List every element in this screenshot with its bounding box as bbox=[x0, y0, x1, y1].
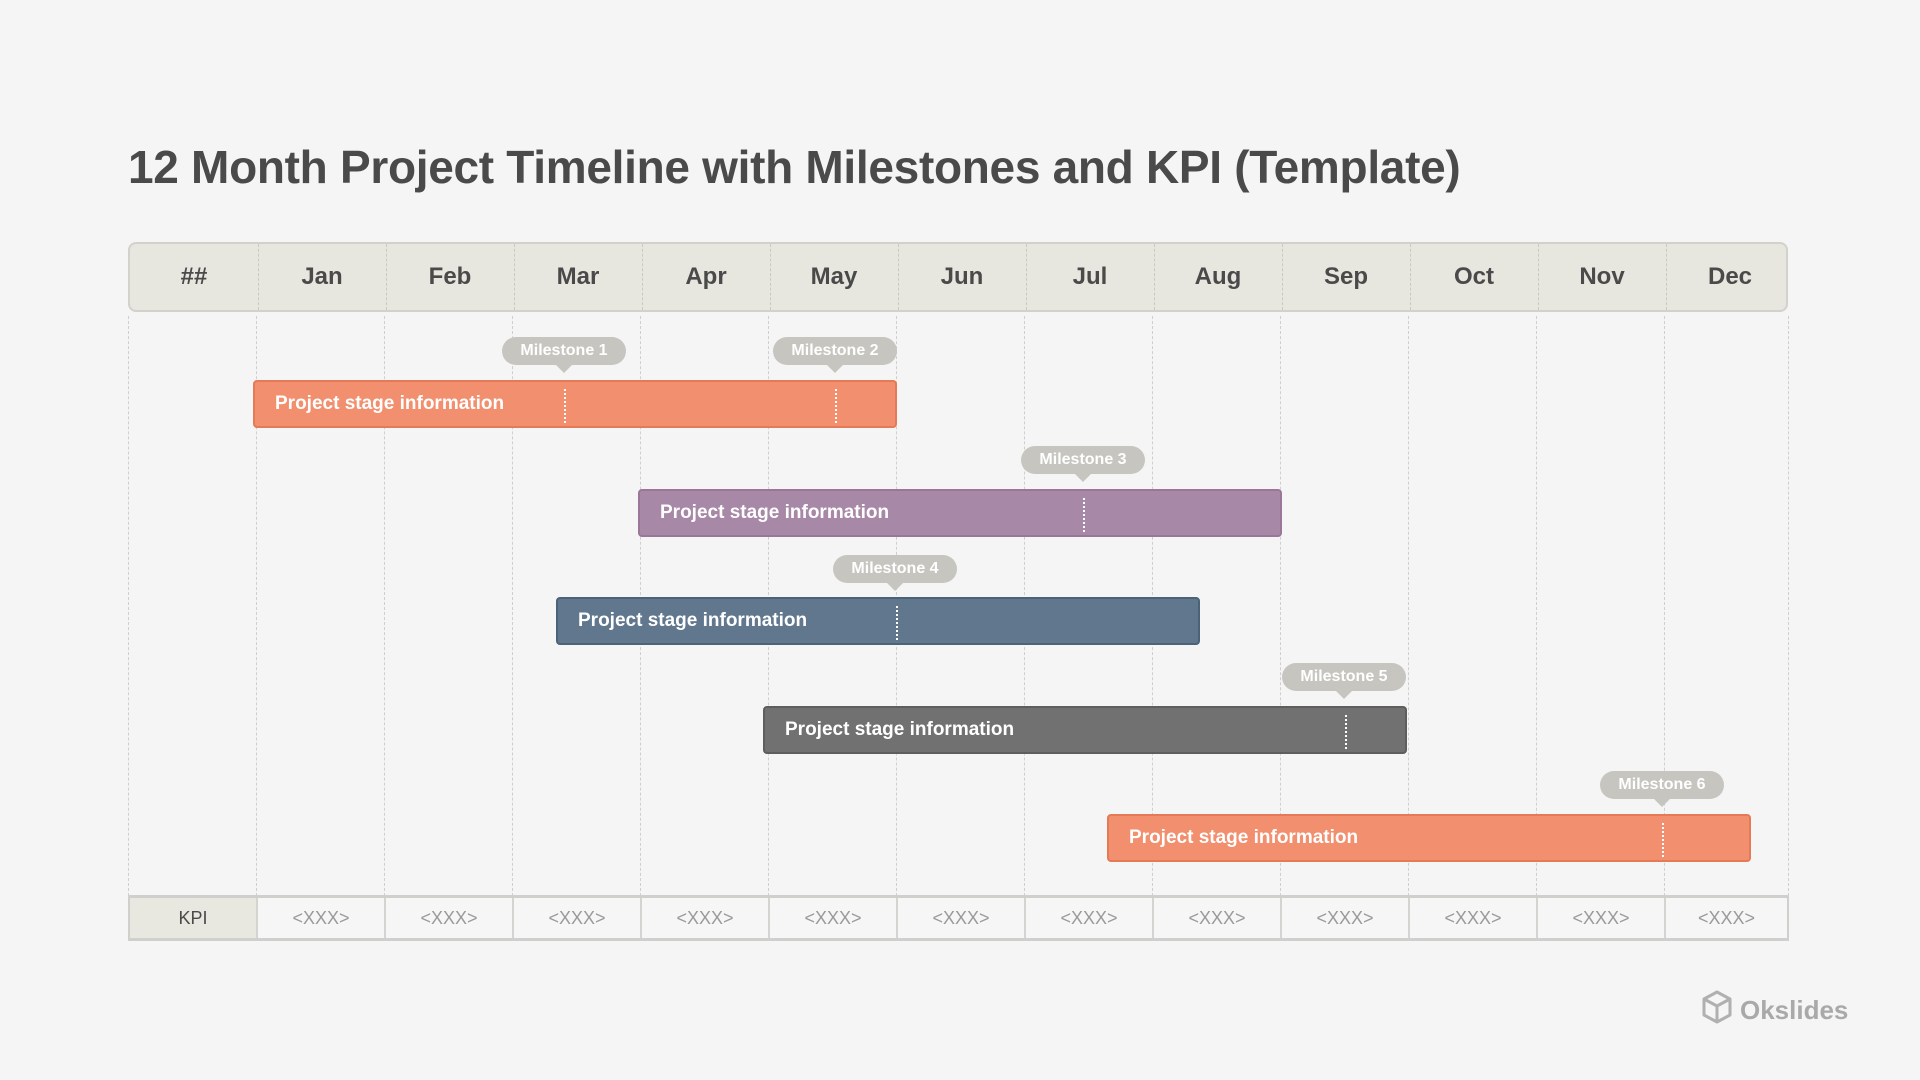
kpi-value-may[interactable]: <XXX> bbox=[770, 898, 898, 938]
page-title: 12 Month Project Timeline with Milestone… bbox=[128, 141, 1461, 193]
milestone-4-label: Milestone 4 bbox=[833, 555, 957, 591]
kpi-row: KPI <XXX> <XXX> <XXX> <XXX> <XXX> <XXX> … bbox=[128, 895, 1789, 941]
stage-bar-4[interactable]: Project stage information bbox=[763, 706, 1407, 754]
grid-line bbox=[384, 316, 385, 896]
header-divider bbox=[1410, 244, 1411, 310]
milestone-1-label: Milestone 1 bbox=[502, 337, 626, 373]
kpi-value-nov[interactable]: <XXX> bbox=[1538, 898, 1666, 938]
kpi-value-apr[interactable]: <XXX> bbox=[642, 898, 770, 938]
brand-name: Okslides bbox=[1740, 994, 1849, 1025]
month-mar: Mar bbox=[556, 263, 600, 290]
milestone-5-label: Milestone 5 bbox=[1282, 663, 1406, 699]
milestone-1-marker bbox=[564, 389, 566, 423]
stage-bar-5[interactable]: Project stage information bbox=[1107, 814, 1751, 862]
kpi-value-jul[interactable]: <XXX> bbox=[1026, 898, 1154, 938]
kpi-label: KPI bbox=[130, 898, 258, 938]
grid-line bbox=[1408, 316, 1409, 896]
month-sep: Sep bbox=[1323, 263, 1368, 290]
kpi-value-sep[interactable]: <XXX> bbox=[1282, 898, 1410, 938]
milestone-3-marker bbox=[1083, 498, 1085, 532]
month-jul: Jul bbox=[1072, 263, 1108, 290]
kpi-value-aug[interactable]: <XXX> bbox=[1154, 898, 1282, 938]
stage-bar-label: Project stage information bbox=[1129, 827, 1359, 848]
month-nov: Nov bbox=[1579, 263, 1625, 290]
kpi-value-oct[interactable]: <XXX> bbox=[1410, 898, 1538, 938]
stage-bar-2[interactable]: Project stage information bbox=[638, 489, 1282, 537]
header-divider bbox=[1282, 244, 1283, 310]
milestone-4-marker bbox=[896, 606, 898, 640]
stage-bar-label: Project stage information bbox=[660, 502, 890, 523]
kpi-value-dec[interactable]: <XXX> bbox=[1697, 907, 1756, 928]
stage-bar-label: Project stage information bbox=[785, 719, 1015, 740]
header-divider bbox=[1154, 244, 1155, 310]
milestone-2-label: Milestone 2 bbox=[773, 337, 897, 373]
header-divider bbox=[386, 244, 387, 310]
header-divider bbox=[642, 244, 643, 310]
grid-line bbox=[1788, 316, 1789, 896]
header-divider bbox=[1026, 244, 1027, 310]
month-aug: Aug bbox=[1194, 263, 1242, 290]
month-oct: Oct bbox=[1453, 263, 1494, 290]
milestone-3-label: Milestone 3 bbox=[1021, 446, 1145, 482]
milestone-6-marker bbox=[1662, 823, 1664, 857]
header-corner: ## bbox=[180, 263, 208, 290]
grid-line bbox=[1536, 316, 1537, 896]
month-jun: Jun bbox=[940, 263, 984, 290]
month-feb: Feb bbox=[428, 263, 472, 290]
milestone-2-marker bbox=[835, 389, 837, 423]
grid-line bbox=[256, 316, 257, 896]
kpi-value-mar[interactable]: <XXX> bbox=[514, 898, 642, 938]
header-divider bbox=[1666, 244, 1667, 310]
brand-logo: Okslides bbox=[1700, 990, 1848, 1030]
grid-line bbox=[1280, 316, 1281, 896]
kpi-value-feb[interactable]: <XXX> bbox=[386, 898, 514, 938]
stage-bar-label: Project stage information bbox=[578, 610, 808, 631]
month-may: May bbox=[810, 263, 858, 290]
grid-line bbox=[1664, 316, 1665, 896]
month-dec: Dec bbox=[1707, 263, 1753, 290]
grid-line bbox=[512, 316, 513, 896]
kpi-value-jan[interactable]: <XXX> bbox=[258, 898, 386, 938]
stage-bar-label: Project stage information bbox=[275, 393, 505, 414]
stage-bar-3[interactable]: Project stage information bbox=[556, 597, 1200, 645]
month-jan: Jan bbox=[301, 263, 343, 290]
header-divider bbox=[514, 244, 515, 310]
grid-line bbox=[128, 316, 129, 896]
milestone-6-label: Milestone 6 bbox=[1600, 771, 1724, 807]
month-apr: Apr bbox=[685, 263, 727, 290]
header-divider bbox=[258, 244, 259, 310]
stage-bar-1[interactable]: Project stage information bbox=[253, 380, 897, 428]
header-divider bbox=[770, 244, 771, 310]
cube-logo-icon bbox=[1700, 989, 1734, 1032]
header-divider bbox=[898, 244, 899, 310]
month-header: ## Jan Feb Mar Apr May Jun Jul Aug Sep O… bbox=[128, 242, 1788, 312]
kpi-value-jun[interactable]: <XXX> bbox=[898, 898, 1026, 938]
milestone-5-marker bbox=[1345, 715, 1347, 749]
header-divider bbox=[1538, 244, 1539, 310]
